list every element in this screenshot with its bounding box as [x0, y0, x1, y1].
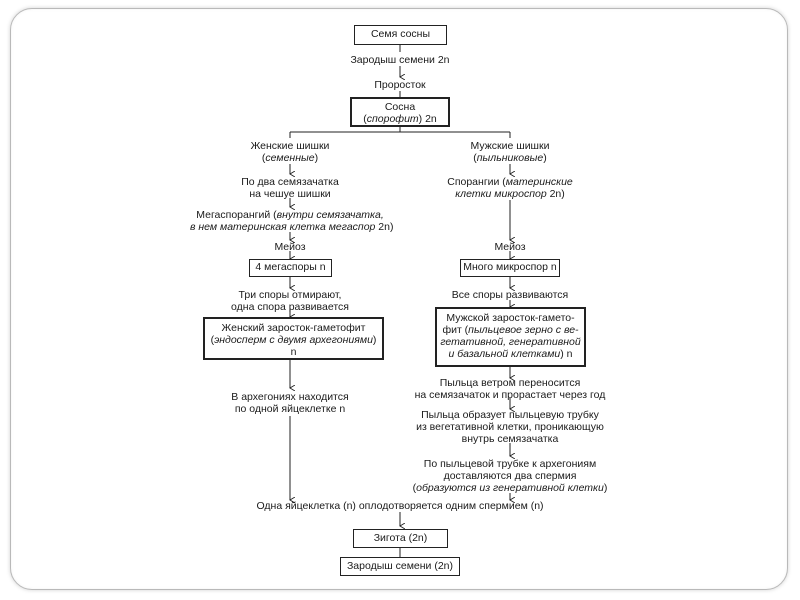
zygote-label: Зигота (2n): [373, 532, 428, 544]
three-spores-label: Три споры отмирают, одна спора развивает…: [231, 289, 349, 313]
seed-box: Семя сосны: [354, 25, 447, 45]
female-gametophyte-box: Женский заросток-гаметофит (эндосперм с …: [203, 317, 384, 360]
megasporangium-label: Мегаспорангий (внутри семязачатка, в нем…: [190, 209, 394, 233]
pollen-wind-label: Пыльца ветром переносится на семязачаток…: [414, 377, 606, 401]
sprout-label: Проросток: [374, 79, 426, 91]
meiosis-left-label: Мейоз: [274, 241, 306, 253]
pollen-tube-label: Пыльца образует пыльцевую трубку из веге…: [416, 409, 604, 445]
megaspores-label: 4 мегаспоры n: [255, 261, 326, 273]
all-spores-label: Все споры развиваются: [451, 289, 569, 301]
microspores-box: Много микроспор n: [460, 259, 560, 277]
sperm-delivery-label: По пыльцевой трубке к архегониям доставл…: [412, 458, 608, 494]
embryo-box: Зародыш семени (2n): [340, 557, 460, 576]
pine-title: Сосна: [384, 101, 416, 113]
microspores-label: Много микроспор n: [463, 261, 557, 273]
zygote-box: Зигота (2n): [353, 529, 448, 548]
archegonia-label: В архегониях находится по одной яйцеклет…: [231, 391, 349, 415]
female-cones-label: Женские шишки (семенные): [250, 140, 330, 164]
embryo-label: Зародыш семени 2n: [350, 54, 450, 66]
meiosis-right-label: Мейоз: [494, 241, 526, 253]
pine-subtitle: (спорофит) 2n: [363, 113, 437, 125]
fertilization-label: Одна яйцеклетка (n) оплодотворяется одни…: [256, 500, 544, 512]
pine-box: Сосна (спорофит) 2n: [350, 97, 450, 127]
ovules-label: По два семязачатка на чешуе шишки: [241, 176, 339, 200]
seed-embryo-label: Зародыш семени (2n): [346, 560, 454, 572]
megaspores-box: 4 мегаспоры n: [249, 259, 332, 277]
male-cones-label: Мужские шишки (пыльниковые): [470, 140, 550, 164]
seed-label: Семя сосны: [370, 28, 431, 40]
male-gametophyte-box: Мужской заросток-гамето- фит (пыльцевое …: [435, 307, 586, 367]
sporangia-label: Спорангии (материнские клетки микроспор …: [447, 176, 573, 200]
